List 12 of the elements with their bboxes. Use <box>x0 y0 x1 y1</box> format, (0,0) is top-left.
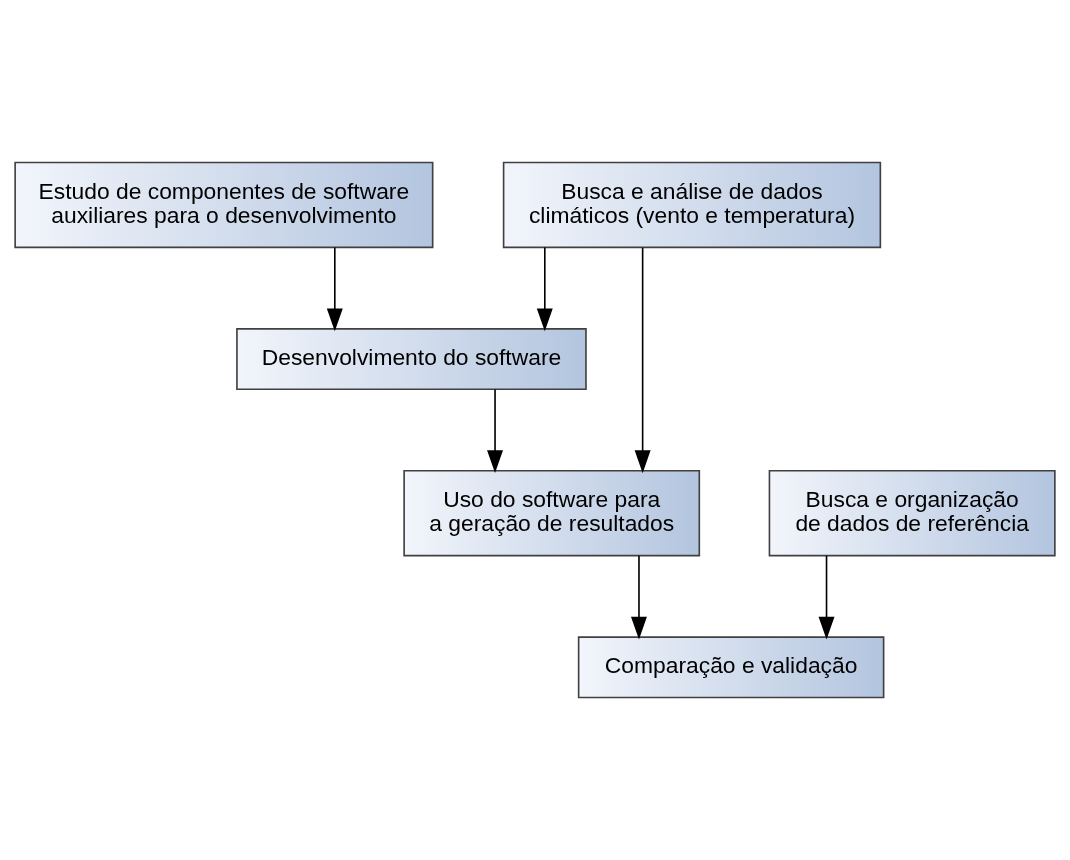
arrow <box>487 388 504 473</box>
node-box: Uso do software para a geração de resultados <box>403 469 701 557</box>
node-box: Estudo de componentes de software auxiliares para o desenvolvimento <box>14 161 434 249</box>
arrow <box>630 554 647 640</box>
arrow <box>818 554 835 640</box>
arrow <box>634 246 651 474</box>
arrow <box>326 246 343 332</box>
node-box: Desenvolvimento do software <box>236 328 587 391</box>
arrow <box>536 246 553 332</box>
node-box: Busca e análise de dados climáticos (vento e temperatura) <box>502 161 882 249</box>
node-box: Comparação e validação <box>577 636 885 699</box>
node-box: Busca e organização de dados de referência <box>768 469 1056 557</box>
